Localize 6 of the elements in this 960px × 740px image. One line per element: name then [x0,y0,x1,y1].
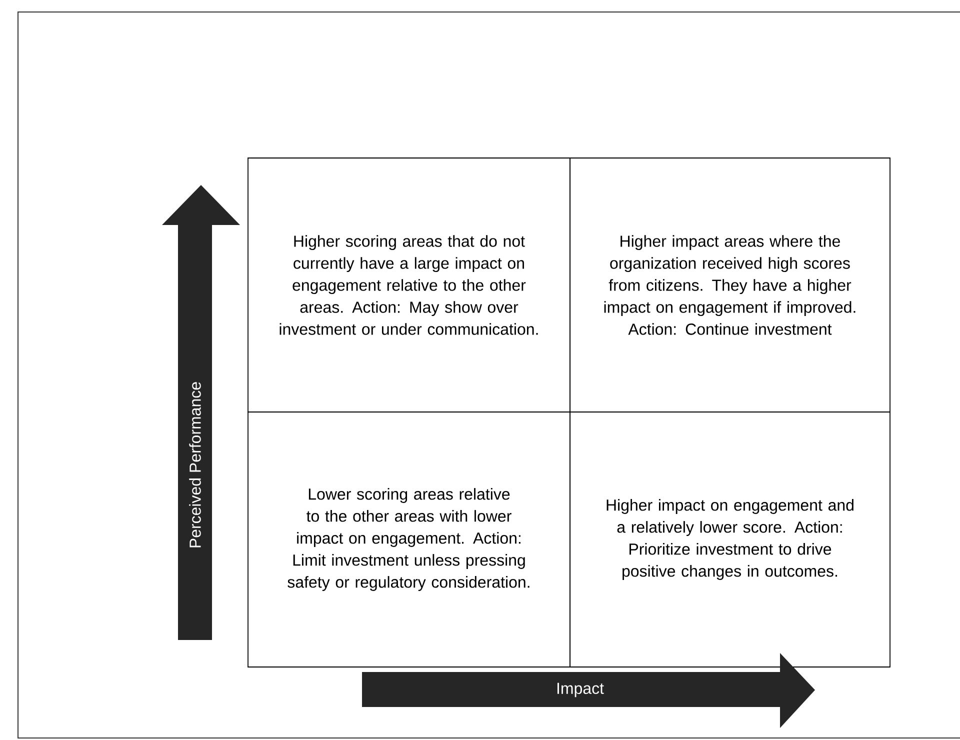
quadrant-box: Higher impact on engagement and a relatively lower score. Action: Prioritize investment to drive positive changes in outcomes. [570,412,890,668]
axis-label: Perceived Performance [189,382,201,548]
axis-label: Impact [557,682,604,698]
quadrant-box: Higher scoring areas that do not currently have a large impact on engagement relative to the other areas. Action: May show over investment or under communication. [248,158,570,412]
quadrant-box: Higher impact areas where the organization received high scores from citizens. They have a higher impact on engagement if improved. Action: Continue investment [570,158,890,412]
quadrant-box: Lower scoring areas relative to the other areas with lower impact on engagement. Action: Limit investment unless pressing safety or regulatory consideration. [248,412,570,668]
